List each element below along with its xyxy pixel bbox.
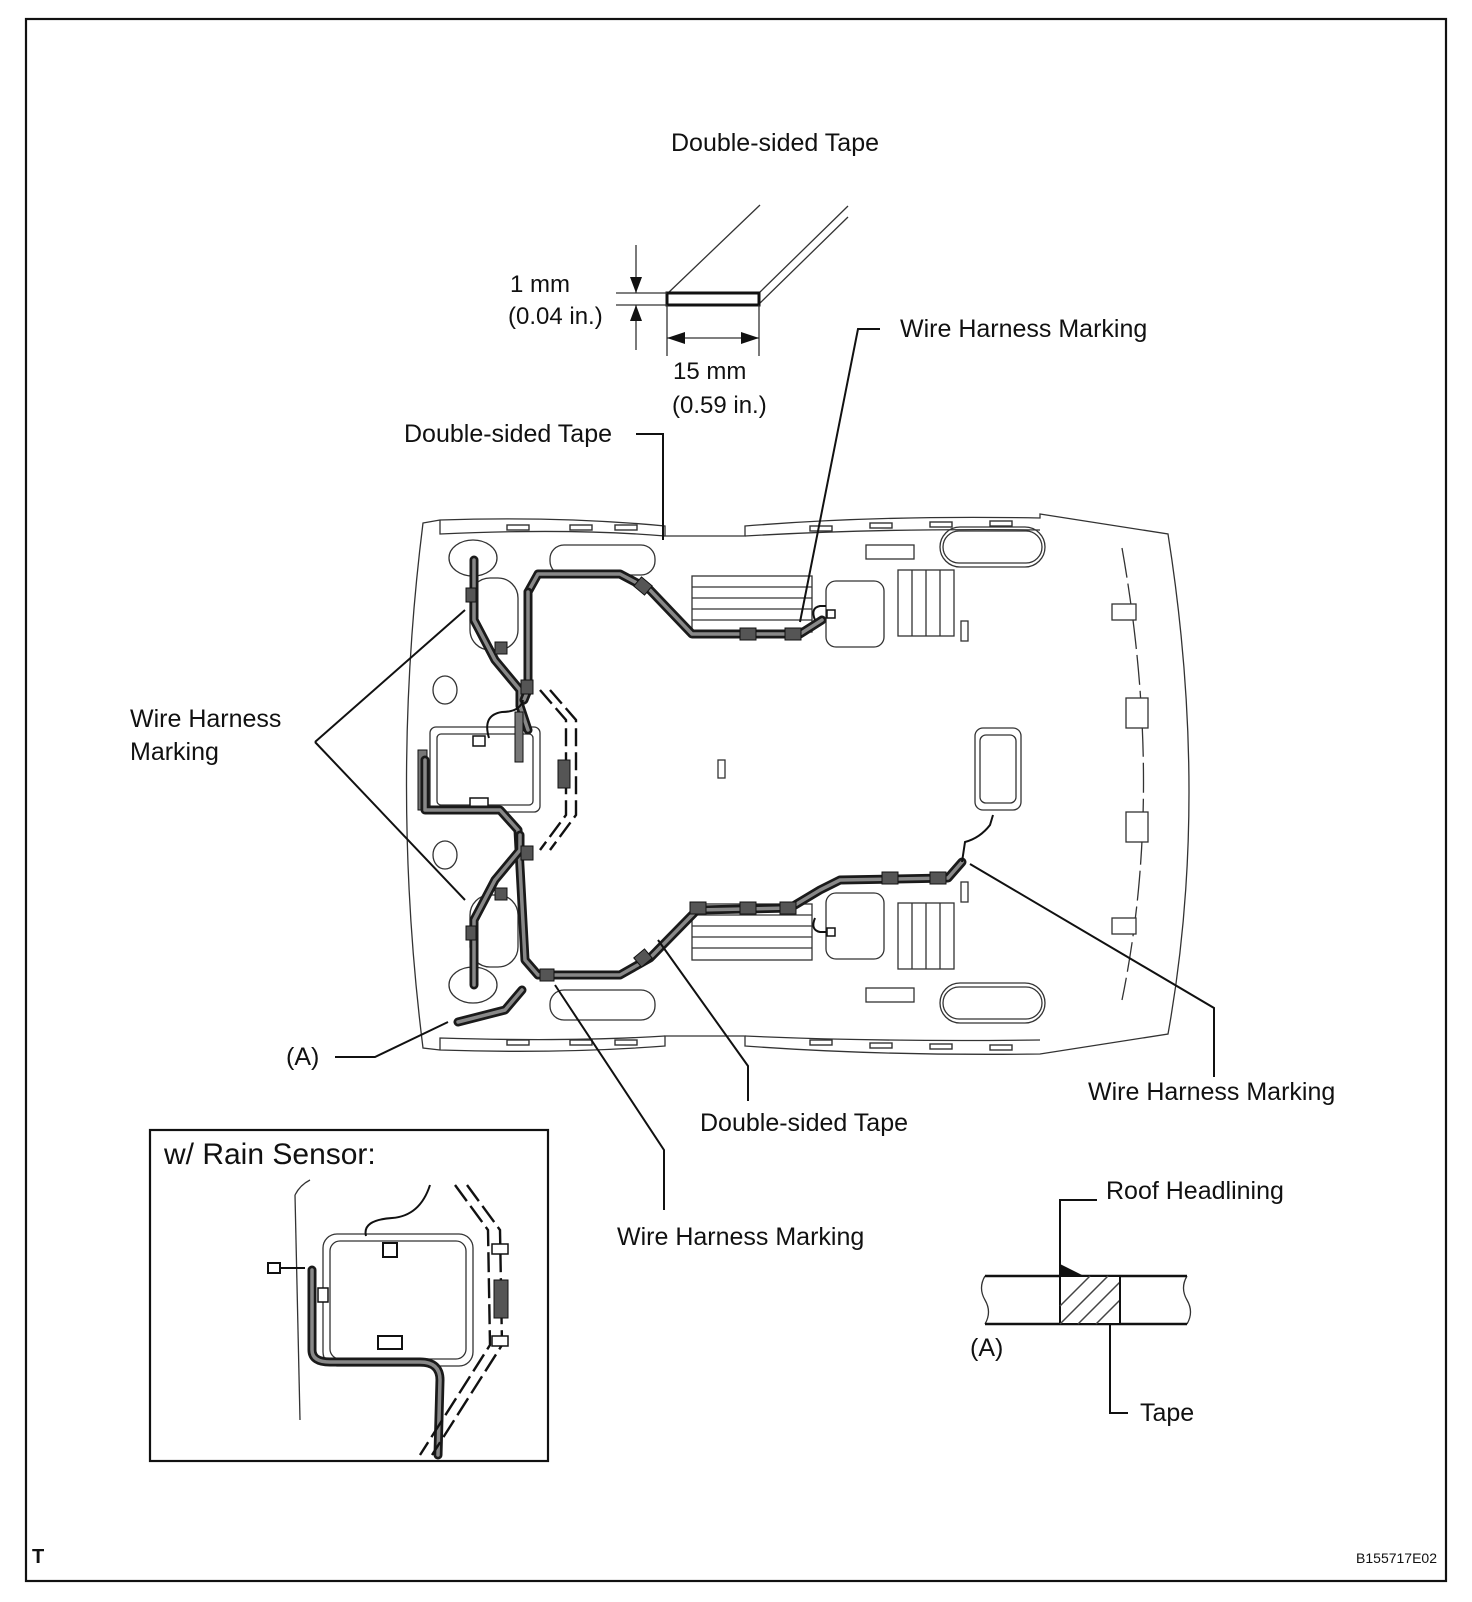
dim-thickness-mm: 1 mm [510,271,570,298]
leader-lines [314,328,1215,1210]
label-wire-marking-left-2: Marking [130,738,219,766]
inset-frame [148,1128,550,1463]
dim-width-in: (0.59 in.) [672,392,767,419]
label-wire-marking-top: Wire Harness Marking [900,315,1147,343]
figure-frame [24,17,1448,1583]
label-wire-marking-left-1: Wire Harness [130,705,281,733]
dim-width-mm: 15 mm [673,358,746,385]
label-wire-marking-right: Wire Harness Marking [1088,1078,1335,1106]
tape-cross-section [616,204,849,356]
label-a-left: (A) [286,1043,319,1071]
dim-thickness-in: (0.04 in.) [508,303,603,330]
detail-tape-label: Tape [1140,1399,1194,1427]
figure-code: B155717E02 [1356,1550,1437,1566]
detail-a-section [980,1199,1192,1414]
detail-roof-label: Roof Headlining [1106,1177,1284,1205]
label-tape-bottom: Double-sided Tape [700,1109,908,1137]
inset-rain-sensor-detail [267,1179,509,1460]
wire-harness-route [420,555,994,1027]
inset-title: w/ Rain Sensor: [163,1138,376,1171]
label-tape-mid: Double-sided Tape [404,420,612,448]
label-wire-marking-bottom: Wire Harness Marking [617,1223,864,1251]
detail-a-label: (A) [970,1334,1003,1362]
top-title: Double-sided Tape [671,129,879,157]
corner-mark: T [32,1546,44,1568]
